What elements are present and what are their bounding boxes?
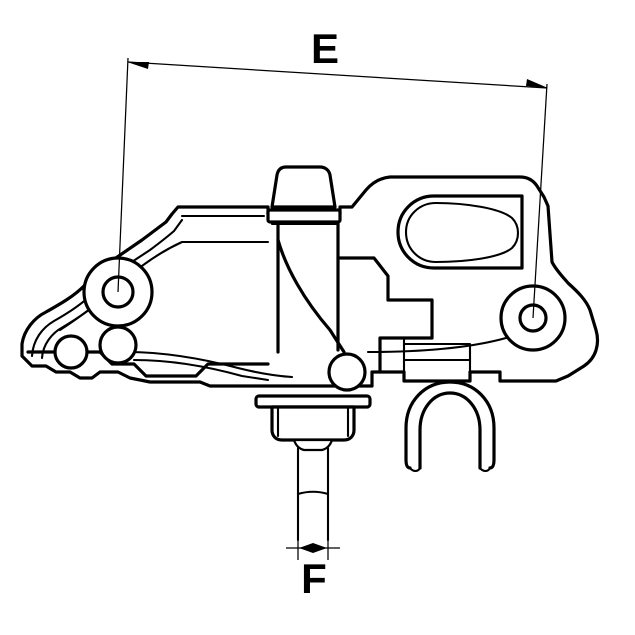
- clip-right-tine-end: [478, 466, 492, 473]
- retaining-clip-fork: [404, 380, 496, 473]
- right-step-profile: [336, 256, 434, 374]
- dimension-e-line: [127, 61, 548, 89]
- dimension-e-arrow-left: [127, 62, 149, 69]
- shaft-collar: [292, 438, 334, 452]
- center-gusset-diagonal: [276, 238, 346, 354]
- post-flange-bar: [266, 208, 342, 224]
- regulator-body-group: [20, 175, 600, 388]
- left-ball-stud: [98, 325, 138, 365]
- clip-outer-shape: [404, 380, 496, 470]
- oval-window-inner: [404, 201, 520, 264]
- dimension-f-label: F: [301, 555, 327, 602]
- shaft-step-line: [296, 490, 330, 496]
- centre-pivot-ball: [327, 352, 367, 392]
- dimension-e-label: E: [311, 25, 339, 72]
- dimension-e-arrow-right: [526, 79, 548, 88]
- left-small-hole: [53, 334, 89, 370]
- bulb-assembly-group: [254, 394, 372, 452]
- dimension-e-ext-right: [532, 83, 548, 319]
- dimension-e-ext-left: [117, 57, 129, 293]
- post-cap: [270, 165, 337, 209]
- internal-rib-lower: [124, 350, 294, 379]
- dimension-f-arrow-left: [299, 543, 313, 553]
- clip-c-shape: [418, 391, 482, 470]
- oval-window-group: [396, 194, 524, 270]
- dimension-e-group: E: [117, 25, 548, 319]
- center-structure-group: [276, 220, 472, 374]
- top-post-group: [266, 165, 342, 226]
- dimension-f-arrow-right: [313, 543, 327, 553]
- oval-window-outer: [396, 194, 524, 270]
- right-tail-contour: [366, 336, 508, 354]
- bulb-body: [270, 405, 356, 442]
- dimension-f-group: F: [286, 500, 340, 602]
- internal-rib-lower-2: [132, 358, 270, 382]
- clip-left-tine-end: [408, 466, 422, 473]
- bulb-flange-bar: [254, 394, 372, 409]
- right-lower-box: [402, 342, 472, 374]
